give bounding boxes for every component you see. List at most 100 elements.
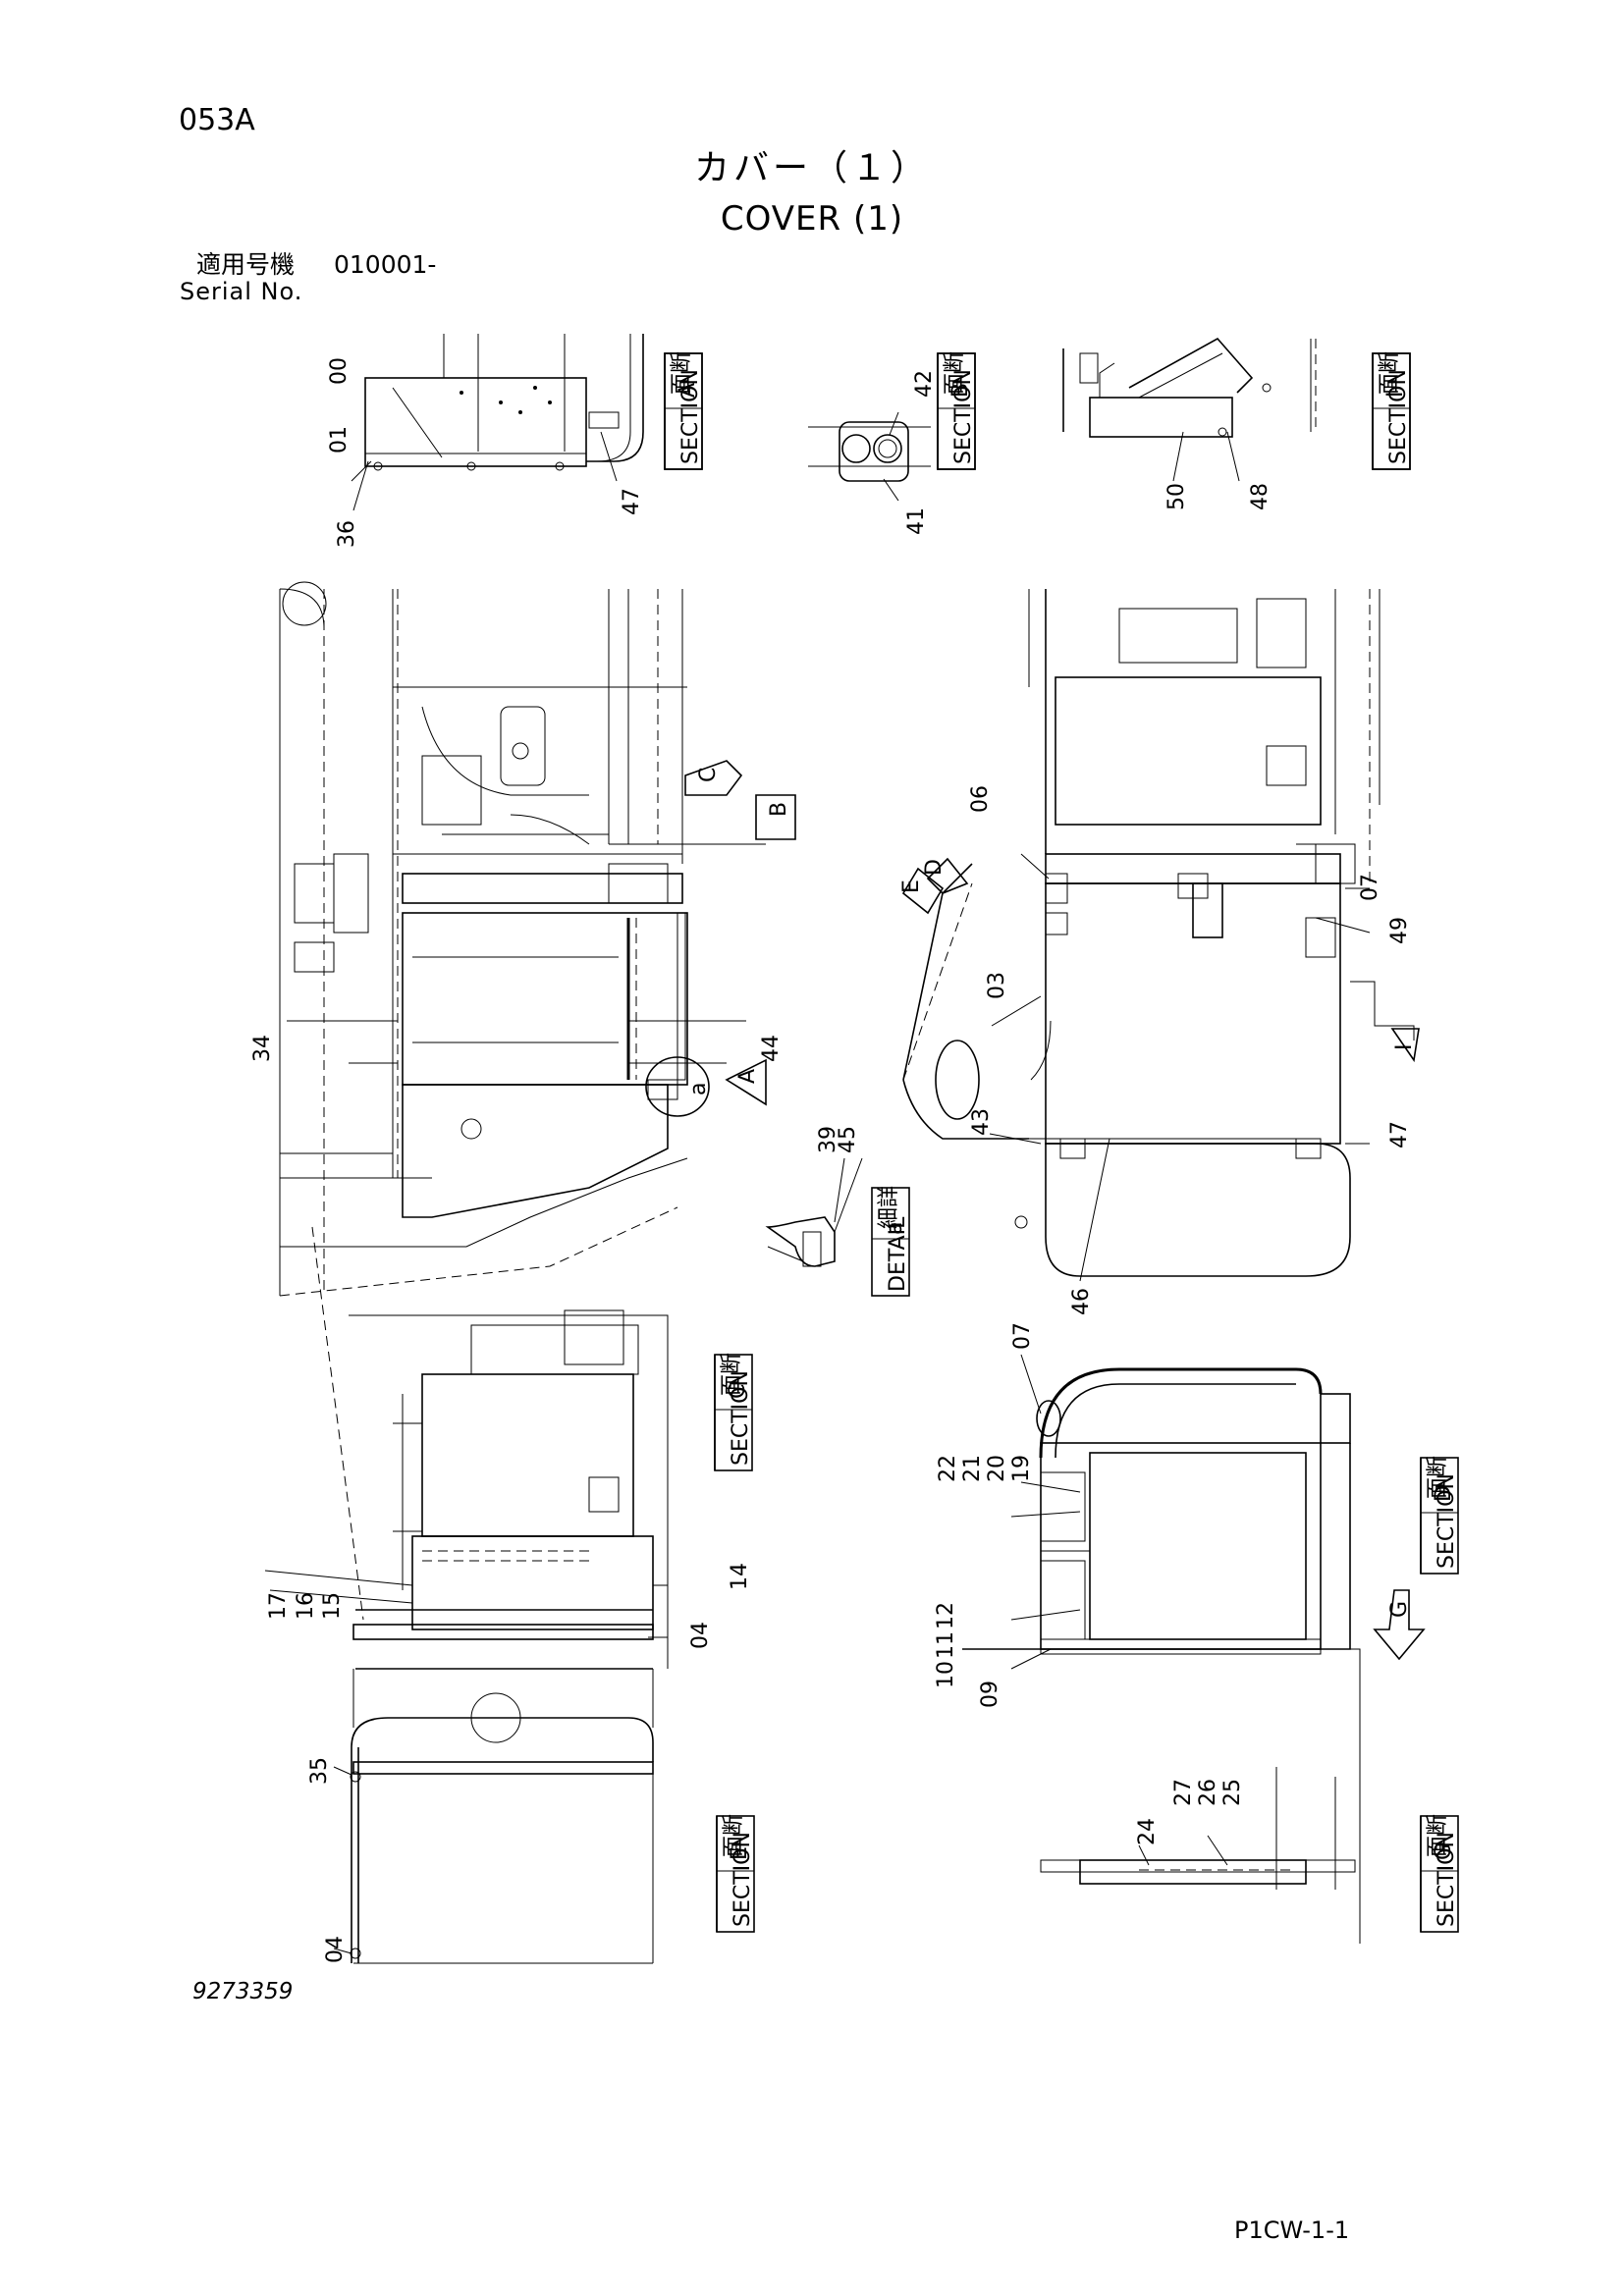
part-number-label: 15 xyxy=(320,1592,345,1620)
section-tag-word: SECTION xyxy=(1386,369,1411,464)
view-section-b xyxy=(808,352,976,502)
part-number-label: 48 xyxy=(1248,483,1272,510)
part-number-label: 06 xyxy=(968,785,993,813)
section-tag-kanji: 断 xyxy=(1426,1814,1450,1836)
section-tag-word: SECTION xyxy=(731,1832,755,1927)
part-number-label: 47 xyxy=(620,488,644,515)
section-tag-word: SECTION xyxy=(1435,1832,1459,1927)
sheet-reference: P1CW-1-1 xyxy=(1234,2216,1350,2244)
part-number-label: 17 xyxy=(266,1592,291,1620)
view-marker-letter: a xyxy=(686,1083,711,1095)
section-letter: E xyxy=(728,1846,752,1860)
part-number-label: 41 xyxy=(904,507,929,535)
section-letter: I xyxy=(1383,392,1408,399)
view-marker-letter: I xyxy=(1392,1044,1417,1051)
part-number-label: 49 xyxy=(1387,917,1412,944)
detail-tag-kanji: 細 xyxy=(877,1207,901,1229)
section-letter: D xyxy=(1432,1485,1456,1502)
section-tag-kanji: 断 xyxy=(1378,351,1402,373)
part-number-label: 34 xyxy=(250,1035,275,1062)
section-tag-kanji: 断 xyxy=(943,351,967,373)
view-section-e xyxy=(350,1717,654,1964)
view-side-right xyxy=(901,589,1420,1277)
part-number-label: 36 xyxy=(335,520,359,548)
view-marker-letter: C xyxy=(696,768,721,782)
view-section-c xyxy=(264,1309,669,1743)
part-number-label: 20 xyxy=(985,1455,1009,1482)
part-number-label: 12 xyxy=(934,1602,958,1629)
drawing-number: 9273359 xyxy=(192,1979,294,2004)
section-letter: C xyxy=(726,1384,750,1399)
section-letter: G xyxy=(1432,1843,1456,1860)
title-english: COVER (1) xyxy=(720,199,904,239)
part-number-label: 35 xyxy=(307,1757,332,1785)
section-tag-kanji: 断 xyxy=(722,1814,746,1836)
view-marker-letter: B xyxy=(767,802,791,817)
part-number-label: 11 xyxy=(934,1631,958,1659)
part-number-label: 07 xyxy=(1358,874,1382,901)
part-number-label: 10 xyxy=(934,1661,958,1688)
view-marker-letter: G xyxy=(1387,1601,1412,1618)
section-tag-kanji: 面 xyxy=(943,373,967,395)
section-tag-kanji: 面 xyxy=(720,1374,744,1396)
part-number-label: 04 xyxy=(323,1936,348,1963)
part-number-label: 03 xyxy=(985,972,1009,999)
view-section-a xyxy=(351,334,703,511)
part-number-label: 46 xyxy=(1069,1288,1094,1315)
section-tag-kanji: 面 xyxy=(670,373,694,395)
section-tag-kanji: 面 xyxy=(1426,1836,1450,1857)
section-tag-kanji: 面 xyxy=(722,1836,746,1857)
page-code: 053A xyxy=(179,103,255,137)
part-number-label: 25 xyxy=(1220,1779,1245,1806)
detail-tag-word: DETAIL xyxy=(886,1216,910,1292)
view-plan-left xyxy=(279,581,796,1621)
section-tag-kanji: 断 xyxy=(1426,1456,1450,1477)
view-marker-letter: A xyxy=(735,1069,760,1084)
section-tag-word: SECTION xyxy=(1435,1473,1459,1569)
part-number-label: 26 xyxy=(1196,1779,1220,1806)
view-marker-letter: D xyxy=(922,859,947,876)
part-number-label: 42 xyxy=(912,370,937,398)
section-tags xyxy=(664,352,1459,1933)
part-number-label: 00 xyxy=(327,357,352,385)
part-number-label: 09 xyxy=(978,1681,1002,1708)
part-number-label: 24 xyxy=(1135,1818,1160,1845)
detail-letter: a xyxy=(883,1222,907,1235)
part-number-label: 27 xyxy=(1171,1779,1196,1806)
leader-lines xyxy=(333,853,1371,1954)
serial-label-english: Serial No. xyxy=(180,278,303,305)
part-number-label: 14 xyxy=(728,1563,752,1590)
section-letter: A xyxy=(676,383,700,398)
part-number-label: 43 xyxy=(969,1108,994,1136)
view-section-i xyxy=(1062,337,1411,482)
part-number-label: 16 xyxy=(294,1592,318,1620)
section-tag-word: SECTION xyxy=(951,369,976,464)
part-number-label: 19 xyxy=(1009,1455,1034,1482)
section-tag-word: SECTION xyxy=(678,369,703,464)
serial-value: 010001- xyxy=(334,250,437,279)
part-number-label: 47 xyxy=(1387,1121,1412,1148)
view-marker-letter: E xyxy=(899,880,924,893)
view-detail-a xyxy=(765,1157,910,1297)
section-tag-kanji: 面 xyxy=(1426,1477,1450,1499)
view-section-d xyxy=(962,1367,1426,1944)
part-number-label: 50 xyxy=(1164,483,1189,510)
part-number-label: 04 xyxy=(688,1622,713,1649)
section-tag-kanji: 断 xyxy=(720,1353,744,1374)
section-tag-word: SECTION xyxy=(729,1370,753,1466)
view-section-g xyxy=(1040,1767,1361,1890)
part-number-label: 39 xyxy=(816,1126,840,1153)
part-number-label: 22 xyxy=(936,1455,960,1482)
section-letter: B xyxy=(948,383,973,398)
title-japanese: カバー（１） xyxy=(693,148,930,188)
part-number-label: 21 xyxy=(960,1455,985,1482)
serial-label-japanese: 適用号機 xyxy=(196,250,296,279)
section-tag-kanji: 断 xyxy=(670,351,694,373)
detail-tag-kanji: 詳 xyxy=(877,1186,901,1207)
part-number-label: 07 xyxy=(1010,1322,1035,1350)
part-number-label: 44 xyxy=(759,1035,784,1062)
part-number-label: 01 xyxy=(327,426,352,454)
section-tag-kanji: 面 xyxy=(1378,373,1402,395)
